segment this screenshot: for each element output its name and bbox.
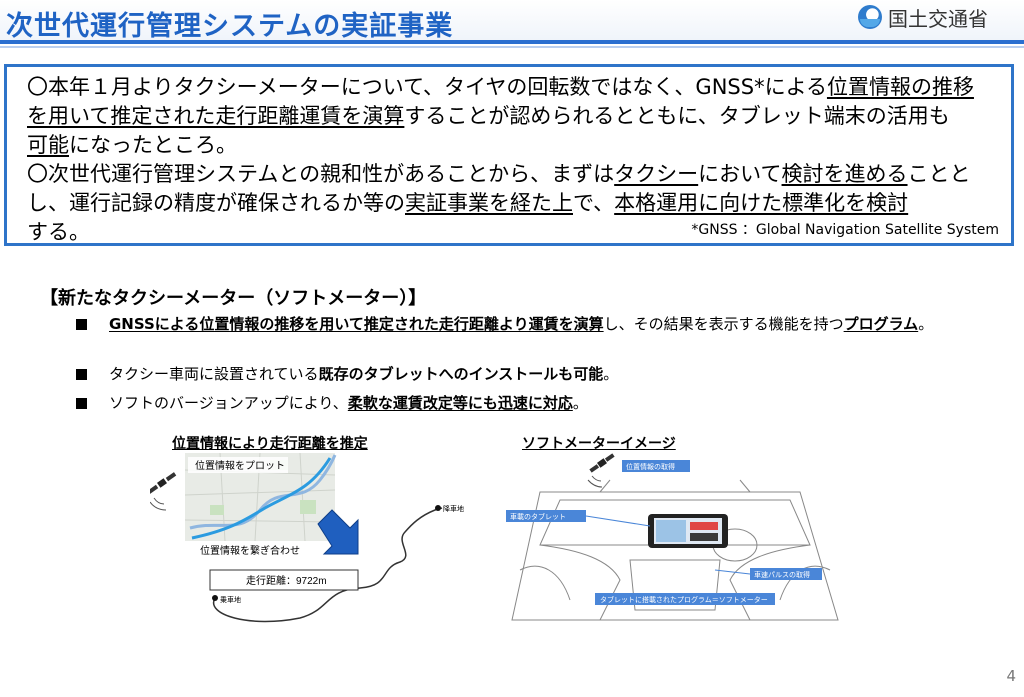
bullet-square-icon [76,398,87,409]
underlined-text: 可能 [27,133,69,157]
bullet-text: タクシー車両に設置されている既存のタブレットへのインストールも可能。 [109,363,969,385]
satellite-icon [150,472,177,494]
text: 〇本年１月よりタクシーメーターについて、タイヤの回転数ではなく、GNSS*による [27,75,827,99]
pulse-label-box [750,568,822,580]
gnss-footnote: *GNSS ：Global Navigation Satellite Syste… [691,222,999,238]
pulse-label: 車速パルスの取得 [754,570,810,579]
program-label: タブレットに搭載されたプログラム＝ソフトメーター [600,595,768,604]
tablet-fare-row [690,533,718,541]
satellite-signal-icon [150,497,167,511]
bold-text: プログラム [843,315,919,333]
bullet-text: ソフトのバージョンアップにより、柔軟な運賃改定等にも迅速に対応。 [109,392,969,414]
bullet-item-2: タクシー車両に設置されている既存のタブレットへのインストールも可能。 [76,363,976,385]
header-rule-light [0,46,1024,48]
diagram-right-title: ソフトメーターイメージ [522,436,676,452]
pickup-label: 乗車地 [220,595,241,604]
underlined-text: タクシー [614,162,699,186]
tablet-fare-display [690,522,718,530]
ministry-logo: 国土交通省 [858,2,988,32]
down-arrow-icon [317,509,359,555]
underlined-text: を用いて推定された走行距離運賃を演算 [27,104,405,128]
plot-label: 位置情報をプロット [195,459,285,472]
tablet-label-box [506,510,586,522]
gps-label: 位置情報の取得 [626,462,675,471]
dropoff-point [435,505,441,511]
bold-text: GNSSによる位置情報の推移を用いて推定された走行距離より運賃を演算 [109,315,604,333]
underlined-text: 本格運用に向けた標準化を検討 [614,191,909,215]
text: することが認められるとともに、タブレット端末の活用も [404,104,950,128]
connect-label: 位置情報を繋ぎ合わせ [200,544,300,557]
summary-paragraph-2: 〇次世代運行管理システムとの親和性があることから、まずはタクシーにおいて検討を進… [27,160,1012,247]
bold-text: 柔軟な運賃改定等にも迅速に対応 [347,394,573,412]
satellite-signal-icon [587,475,603,488]
text: 。 [918,315,934,333]
dropoff-label: 降車地 [443,504,464,513]
page-title: 次世代運行管理システムの実証事業 [6,11,454,42]
trajectory-line [212,507,443,623]
underlined-text: 検討を進める [781,162,908,186]
distance-label: 走行距離：9722m [246,574,327,587]
text: において [698,162,782,186]
pickup-point [212,595,218,601]
map-parks [210,460,316,515]
text: で、 [573,191,615,215]
summary-paragraph-1: 〇本年１月よりタクシーメーターについて、タイヤの回転数ではなく、GNSS*による… [27,73,1012,160]
bullet-item-3: ソフトのバージョンアップにより、柔軟な運賃改定等にも迅速に対応。 [76,392,976,414]
program-label-box [595,593,775,605]
plot-label-bg [188,457,288,473]
text: し、その結果を表示する機能を持つ [603,315,844,333]
pulse-pointer-line [714,569,751,575]
gps-label-box [622,460,690,472]
tablet-pointer-line [585,515,651,527]
text: こととし、運行記録の精度が確保されるか等の [27,162,971,215]
bullet-text: GNSSによる位置情報の推移を用いて推定された走行距離より運賃を演算し、その結果… [109,313,969,335]
tablet-label: 車載のタブレット [510,512,566,521]
text: 〇次世代運行管理システムとの親和性があることから、まずは [27,162,615,186]
distance-estimation-diagram: 位置情報をプロット 位置情報を繋ぎ合わせ 乗車地 降車地 走行距離：9722m [150,452,464,623]
underlined-text: 位置情報の推移 [826,75,974,99]
text: になったところ。 [69,133,237,157]
bullet-square-icon [76,369,87,380]
distance-box [209,569,359,591]
soft-meter-diagram: 位置情報の取得 車載のタブレット 車速パルスの取得 タブレットに搭載されたプログ… [506,453,839,621]
bold-text: 既存のタブレットへのインストールも可能 [318,365,604,383]
text: 。 [572,394,588,412]
text: 。 [603,365,619,383]
summary-box: 〇本年１月よりタクシーメーターについて、タイヤの回転数ではなく、GNSS*による… [4,64,1014,246]
text: する。 [27,220,90,244]
route-line [191,457,332,540]
header-rule [0,40,1024,44]
text: ソフトのバージョンアップにより、 [109,394,348,412]
page-number: 4 [1006,667,1016,685]
underlined-text: 実証事業を経た上 [405,191,573,215]
bullet-square-icon [76,319,87,330]
map-river [189,454,337,530]
ministry-name: 国土交通省 [888,6,988,31]
bullet-item-1: GNSSによる位置情報の推移を用いて推定された走行距離より運賃を演算し、その結果… [76,313,976,357]
diagram-left-title: 位置情報により走行距離を推定 [172,436,368,452]
satellite-icon [589,453,615,473]
header-bar: 次世代運行管理システムの実証事業 国土交通省 [0,0,1024,44]
ministry-emblem-icon [858,5,882,29]
section-heading: 【新たなタクシーメーター（ソフトメーター）】 [40,288,427,309]
tablet-map [656,520,686,542]
text: タクシー車両に設置されている [109,365,319,383]
